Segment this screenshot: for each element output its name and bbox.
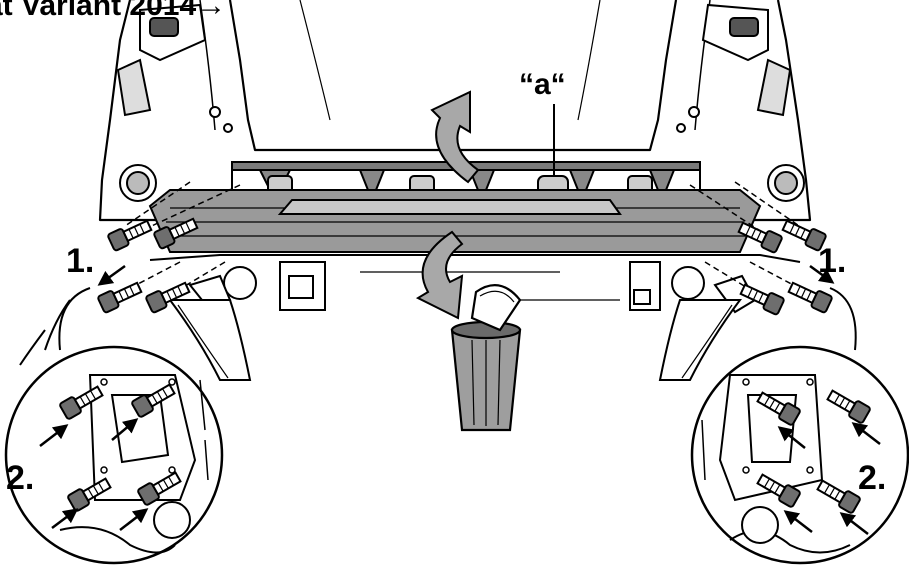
parking-sensor-left	[119, 164, 157, 202]
step-2-label-left: 2.	[6, 459, 35, 497]
left-lower-bolts	[96, 261, 226, 315]
left-upper-bolts	[106, 181, 241, 253]
left-taillight-mount	[116, 3, 233, 133]
detail-view-left	[4, 299, 224, 565]
trash-bin-icon	[450, 284, 522, 432]
page-title: at Variant 2014→	[0, 0, 227, 22]
curved-arrow-up-icon	[430, 90, 480, 184]
left-rear-wheel	[168, 299, 252, 381]
detail-connectors	[58, 287, 857, 351]
right-rear-wheel	[658, 299, 742, 381]
callout-label-a: “a“	[519, 68, 566, 101]
parking-sensor-right	[767, 164, 805, 202]
step1-arrows	[97, 264, 835, 286]
step-1-label-right: 1.	[818, 242, 847, 280]
step-2-label-right: 2.	[858, 459, 887, 497]
bumper-carrier	[148, 189, 762, 253]
right-taillight-mount	[676, 3, 792, 133]
step-1-label-left: 1.	[66, 242, 95, 280]
underbody-lower	[149, 254, 801, 314]
detail-view-right	[690, 345, 909, 565]
right-lower-bolts	[704, 261, 834, 317]
curved-arrow-down-icon	[415, 230, 464, 320]
right-upper-bolts	[689, 181, 828, 255]
